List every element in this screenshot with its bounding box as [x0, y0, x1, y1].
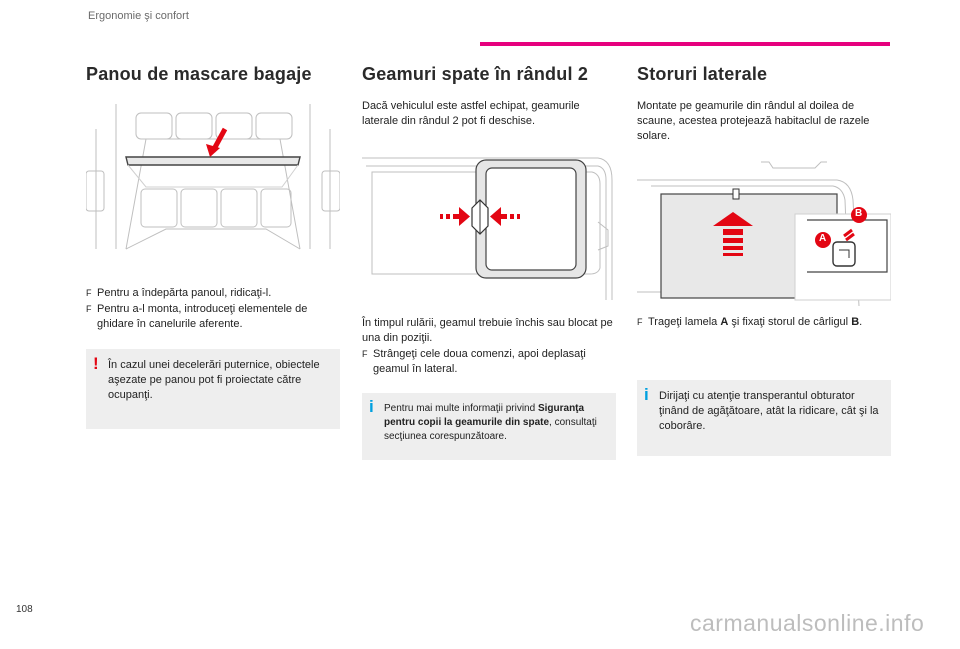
info-post: , consultaţi secţiunea corespunzătoare. — [384, 417, 597, 442]
warning-icon: ! — [93, 354, 99, 373]
bullet-marker: F — [86, 288, 92, 298]
rear-window-illustration — [362, 150, 616, 310]
pull-tab-pre: Trageţi lamela — [648, 316, 721, 328]
info-icon: i — [369, 397, 374, 416]
label-b: B — [855, 208, 863, 219]
warning-text: În cazul unei decelerări puternice, obie… — [108, 359, 320, 401]
column-luggage-cover: Panou de mascare bagaje — [85, 64, 341, 429]
header-accent-bar — [480, 42, 890, 46]
info-link-text: Siguranţa pentru copii la geamurile din … — [384, 403, 585, 428]
watermark: carmanualsonline.info — [690, 610, 925, 636]
bullet-pull-tab: F Trageţi lamela A şi fixaţi storul de c… — [637, 315, 891, 330]
side-blinds-intro: Montate pe geamurile din rândul al doile… — [637, 100, 870, 142]
info-icon: i — [644, 385, 649, 404]
bullet-install: F Pentru a-l monta, introduceţi elemente… — [86, 302, 340, 332]
bullet-remove-text: Pentru a îndepărta panoul, ridicaţi-l. — [97, 287, 272, 299]
heading-luggage-cover: Panou de mascare bagaje — [86, 64, 312, 84]
side-blind-illustration: B A — [637, 160, 892, 307]
bullet-marker: F — [637, 317, 643, 327]
label-a: A — [819, 233, 827, 244]
column-rear-windows: Geamuri spate în rândul 2 Dacă vehiculul… — [362, 64, 616, 460]
info-blind-text: Dirijaţi cu atenţie transperantul obtura… — [659, 390, 879, 432]
pull-tab-end: . — [859, 316, 863, 328]
pull-tab-mid: şi fixaţi storul de cârligul — [728, 316, 852, 328]
section-title: Ergonomie şi confort — [88, 10, 189, 22]
bullet-marker: F — [362, 349, 368, 359]
info-box-blind: i Dirijaţi cu atenţie transperantul obtu… — [637, 380, 891, 456]
info-box-child-safety: i Pentru mai multe informaţii privind Si… — [362, 393, 616, 460]
bullet-squeeze-controls: F Strângeţi cele doua comenzi, apoi depl… — [362, 347, 616, 377]
rear-windows-driving-note: În timpul rulării, geamul trebuie închis… — [362, 317, 613, 344]
info-pre: Pentru mai multe informaţii privind — [384, 403, 538, 414]
bullet-remove: F Pentru a îndepărta panoul, ridicaţi-l. — [86, 286, 340, 301]
heading-rear-windows: Geamuri spate în rândul 2 — [362, 64, 589, 84]
heading-side-blinds: Storuri laterale — [637, 64, 768, 84]
bullet-install-text: Pentru a-l monta, introduceţi elementele… — [97, 303, 308, 330]
warning-box: ! În cazul unei decelerări puternice, ob… — [86, 349, 340, 429]
bullet-marker: F — [86, 304, 92, 314]
page-number: 108 — [16, 604, 33, 615]
bullet-squeeze-text: Strângeţi cele doua comenzi, apoi deplas… — [373, 348, 586, 375]
column-side-blinds: Storuri laterale Montate pe geamurile di… — [637, 64, 892, 456]
rear-windows-intro: Dacă vehiculul este astfel echipat, geam… — [362, 100, 580, 127]
luggage-cover-illustration — [85, 99, 341, 271]
pull-tab-b: B — [851, 316, 860, 328]
pull-tab-a: A — [720, 316, 729, 328]
